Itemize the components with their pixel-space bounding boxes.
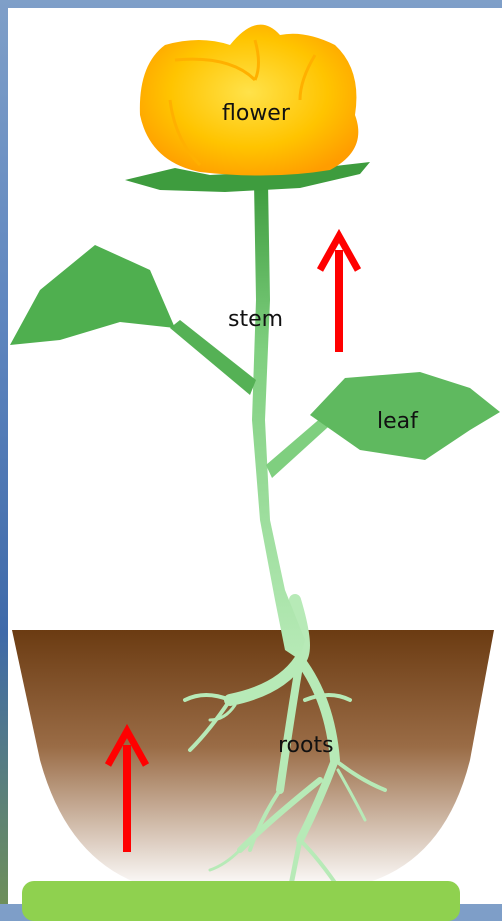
- stem: [252, 182, 305, 660]
- label-stem: stem: [228, 307, 283, 332]
- label-flower: flower: [222, 101, 291, 126]
- bottom-green-bar: [22, 881, 460, 921]
- left-leaf: [10, 245, 175, 345]
- upward-arrow-top: [320, 236, 358, 352]
- label-leaf: leaf: [377, 409, 419, 434]
- soil-pot: [12, 630, 494, 890]
- label-roots: roots: [278, 733, 334, 758]
